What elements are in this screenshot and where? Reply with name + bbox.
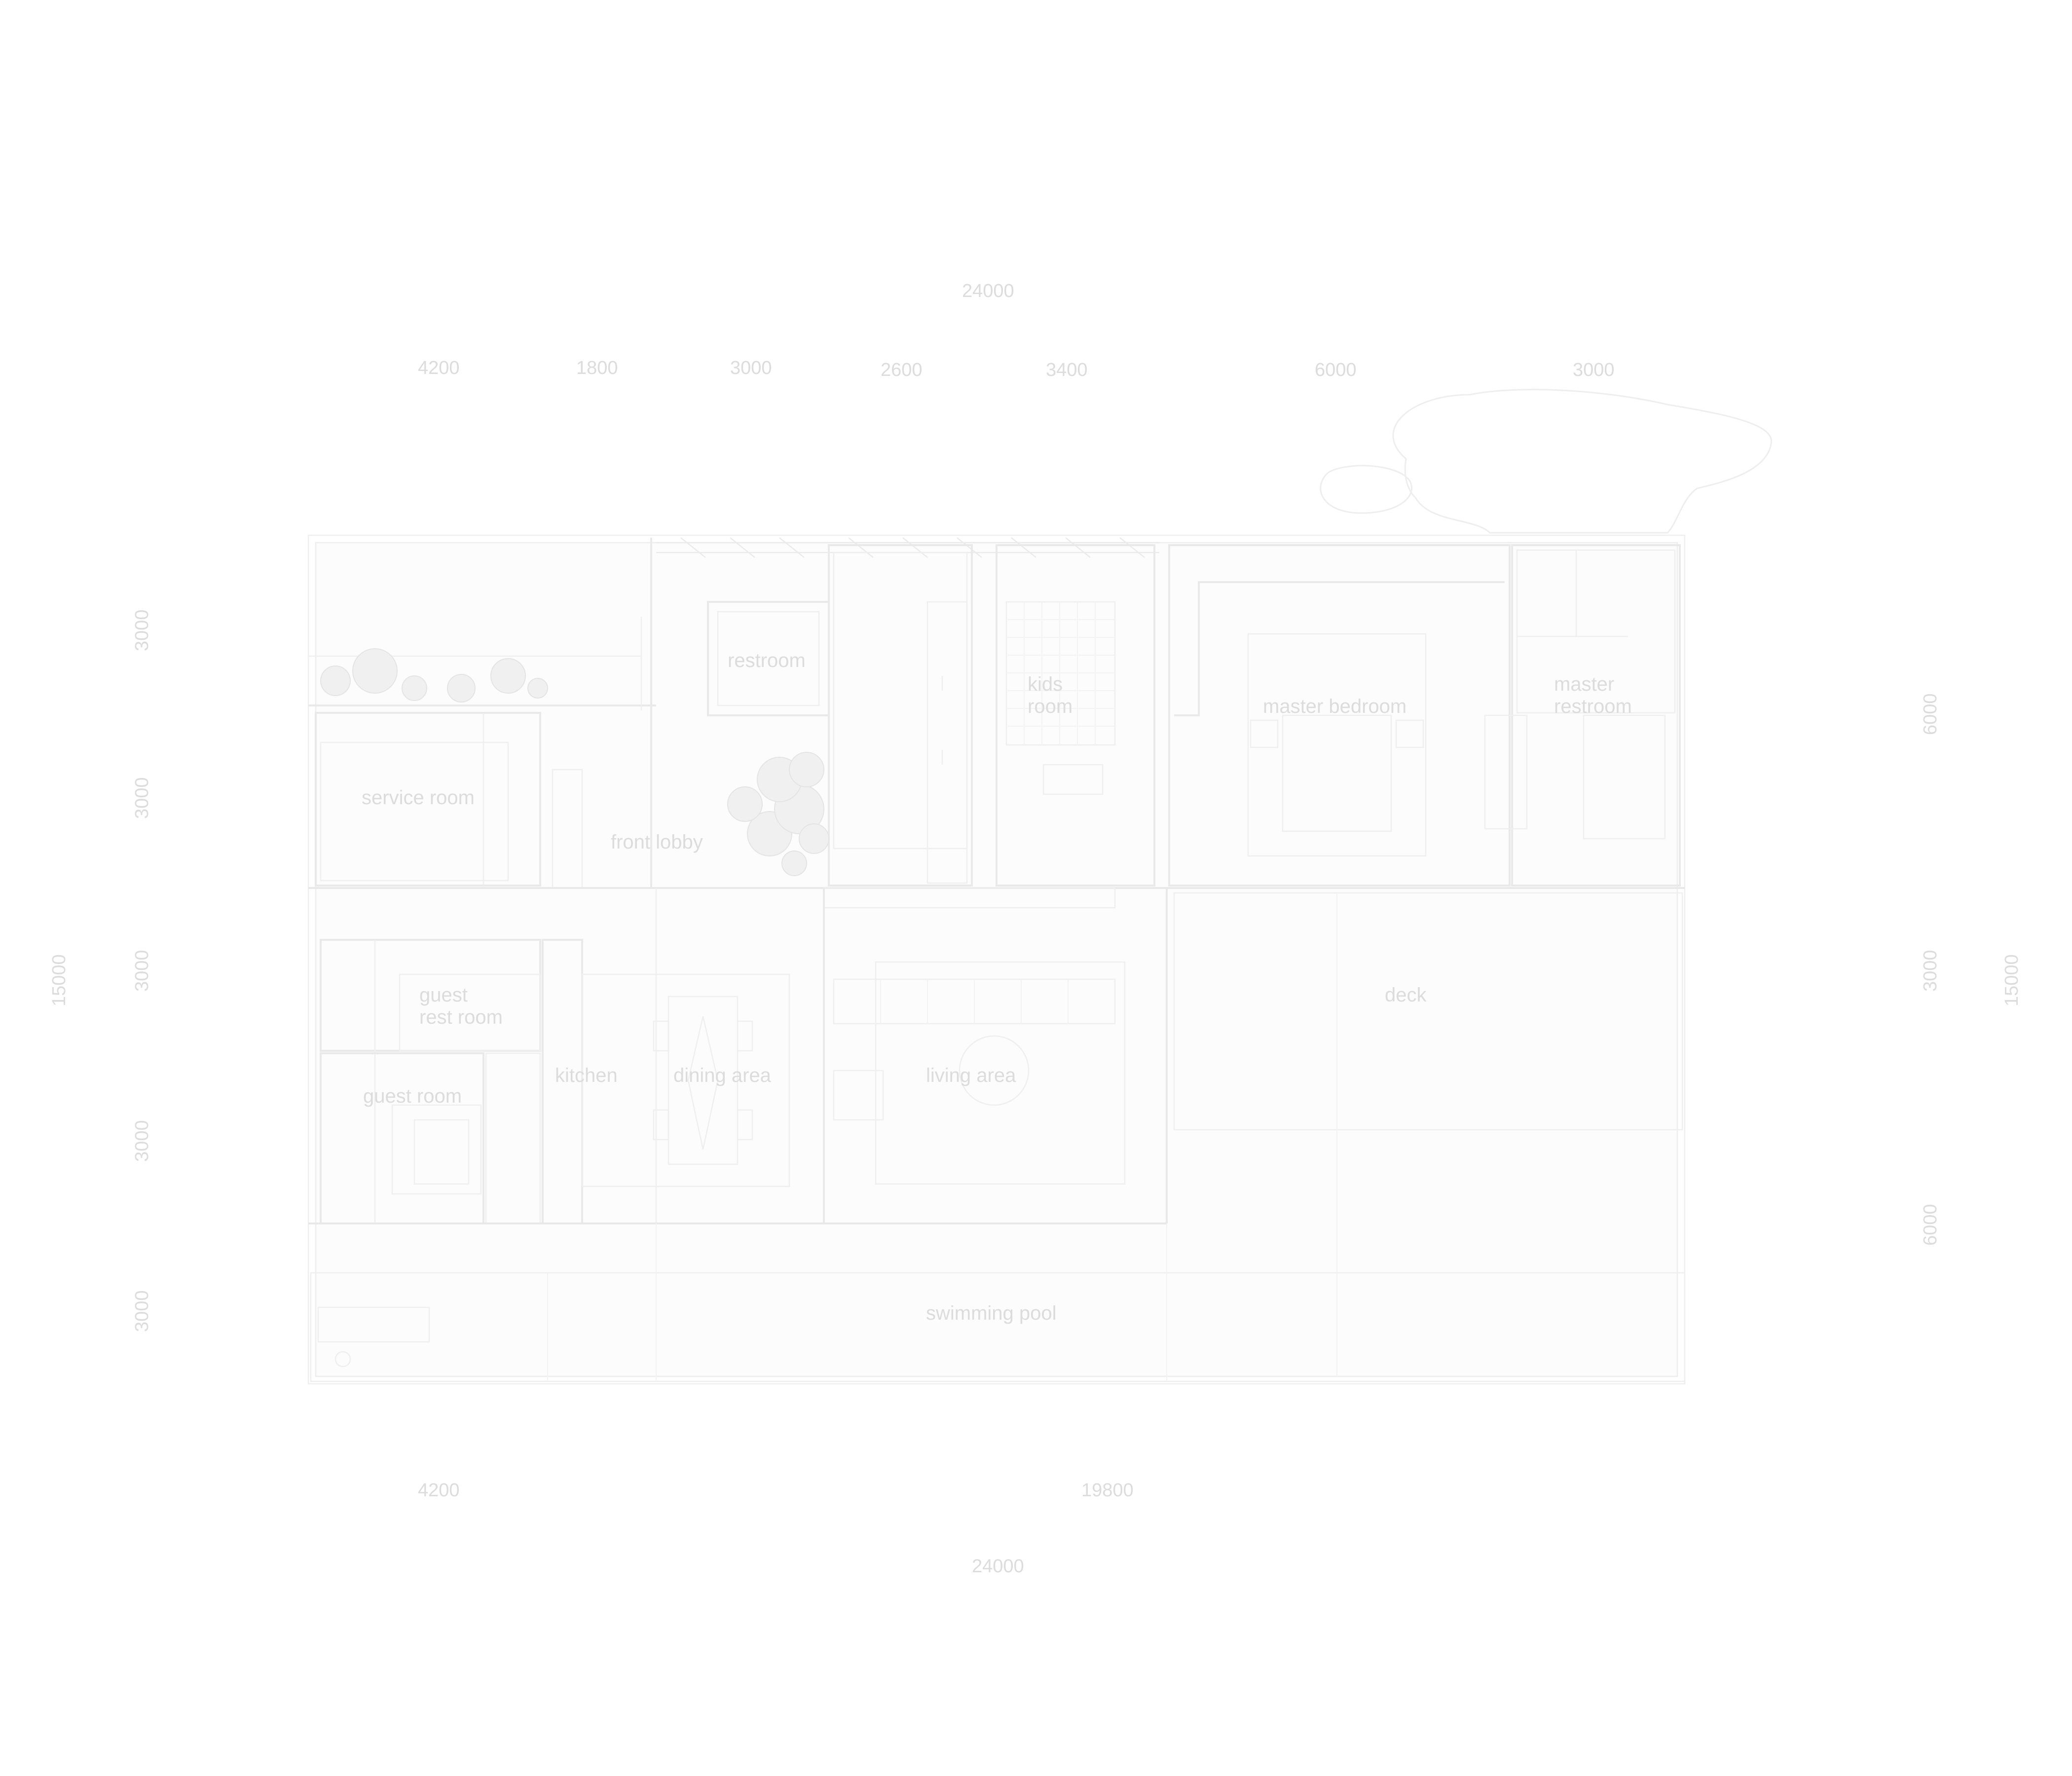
dim-left-5: 3000 bbox=[132, 1290, 152, 1332]
dim-left-4: 3000 bbox=[132, 1120, 152, 1162]
label-guest-rest-room-2: rest room bbox=[419, 1006, 503, 1028]
dim-left-3: 3000 bbox=[132, 950, 152, 992]
dim-right-1: 6000 bbox=[1920, 693, 1941, 735]
right-dimensions: 6000 3000 6000 15000 bbox=[1920, 693, 2022, 1246]
lobby-tree bbox=[727, 752, 829, 876]
north-strip bbox=[308, 538, 656, 888]
label-kids-room-1: kids bbox=[1028, 673, 1063, 695]
dim-top-2: 1800 bbox=[576, 358, 618, 378]
label-swimming-pool: swimming pool bbox=[926, 1302, 1057, 1324]
deck-area bbox=[1173, 892, 1683, 1376]
dim-right-3: 6000 bbox=[1920, 1204, 1941, 1246]
label-master-bedroom: master bedroom bbox=[1263, 696, 1406, 717]
dim-right-total: 15000 bbox=[2001, 954, 2022, 1006]
dim-right-2: 3000 bbox=[1920, 950, 1941, 992]
shrub-row bbox=[320, 648, 548, 703]
label-dining-area: dining area bbox=[673, 1065, 772, 1086]
label-guest-rest-room-1: guest bbox=[419, 984, 468, 1006]
dim-top-7: 3000 bbox=[1573, 360, 1615, 380]
pond-outline bbox=[1320, 389, 1773, 534]
living-area-room bbox=[823, 888, 1168, 1223]
room-labels: restroom kids room master bedroom master… bbox=[362, 650, 1632, 1324]
dim-left-total: 15000 bbox=[49, 954, 70, 1006]
dining-area-room bbox=[581, 973, 790, 1187]
label-kids-room-2: room bbox=[1028, 696, 1073, 717]
dim-top-4: 2600 bbox=[881, 360, 923, 380]
label-front-lobby: front lobby bbox=[611, 831, 703, 853]
guest-rest-room-room bbox=[320, 939, 541, 1223]
label-living-area: living area bbox=[926, 1065, 1016, 1086]
dim-top-total: 24000 bbox=[962, 281, 1014, 301]
dim-top-5: 3400 bbox=[1046, 360, 1088, 380]
central-hall bbox=[828, 544, 973, 887]
top-dimensions: 24000 4200 1800 3000 2600 3400 6000 3000 bbox=[418, 281, 1615, 380]
bottom-dimensions: 4200 19800 24000 bbox=[418, 1480, 1134, 1577]
label-master-restroom-2: restroom bbox=[1554, 696, 1632, 717]
left-dimensions: 15000 3000 3000 3000 3000 3000 bbox=[49, 609, 152, 1332]
master-restroom-room bbox=[1484, 544, 1681, 887]
label-master-restroom-1: master bbox=[1554, 673, 1614, 695]
swimming-pool-area bbox=[310, 1223, 1686, 1382]
dim-top-1: 4200 bbox=[418, 358, 460, 378]
dim-left-2: 3000 bbox=[132, 777, 152, 819]
dim-top-6: 6000 bbox=[1315, 360, 1357, 380]
label-deck: deck bbox=[1385, 984, 1427, 1006]
label-guest-room: guest room bbox=[363, 1085, 462, 1107]
dim-bottom-1: 4200 bbox=[418, 1480, 460, 1501]
dim-left-1: 3000 bbox=[132, 609, 152, 651]
dim-bottom-2: 19800 bbox=[1081, 1480, 1134, 1501]
dim-top-3: 3000 bbox=[730, 358, 772, 378]
kids-room-grid bbox=[996, 544, 1155, 887]
label-kitchen: kitchen bbox=[555, 1065, 618, 1086]
dim-bottom-total: 24000 bbox=[972, 1556, 1024, 1577]
label-service-room: service room bbox=[362, 787, 475, 809]
label-restroom: restroom bbox=[728, 650, 806, 671]
